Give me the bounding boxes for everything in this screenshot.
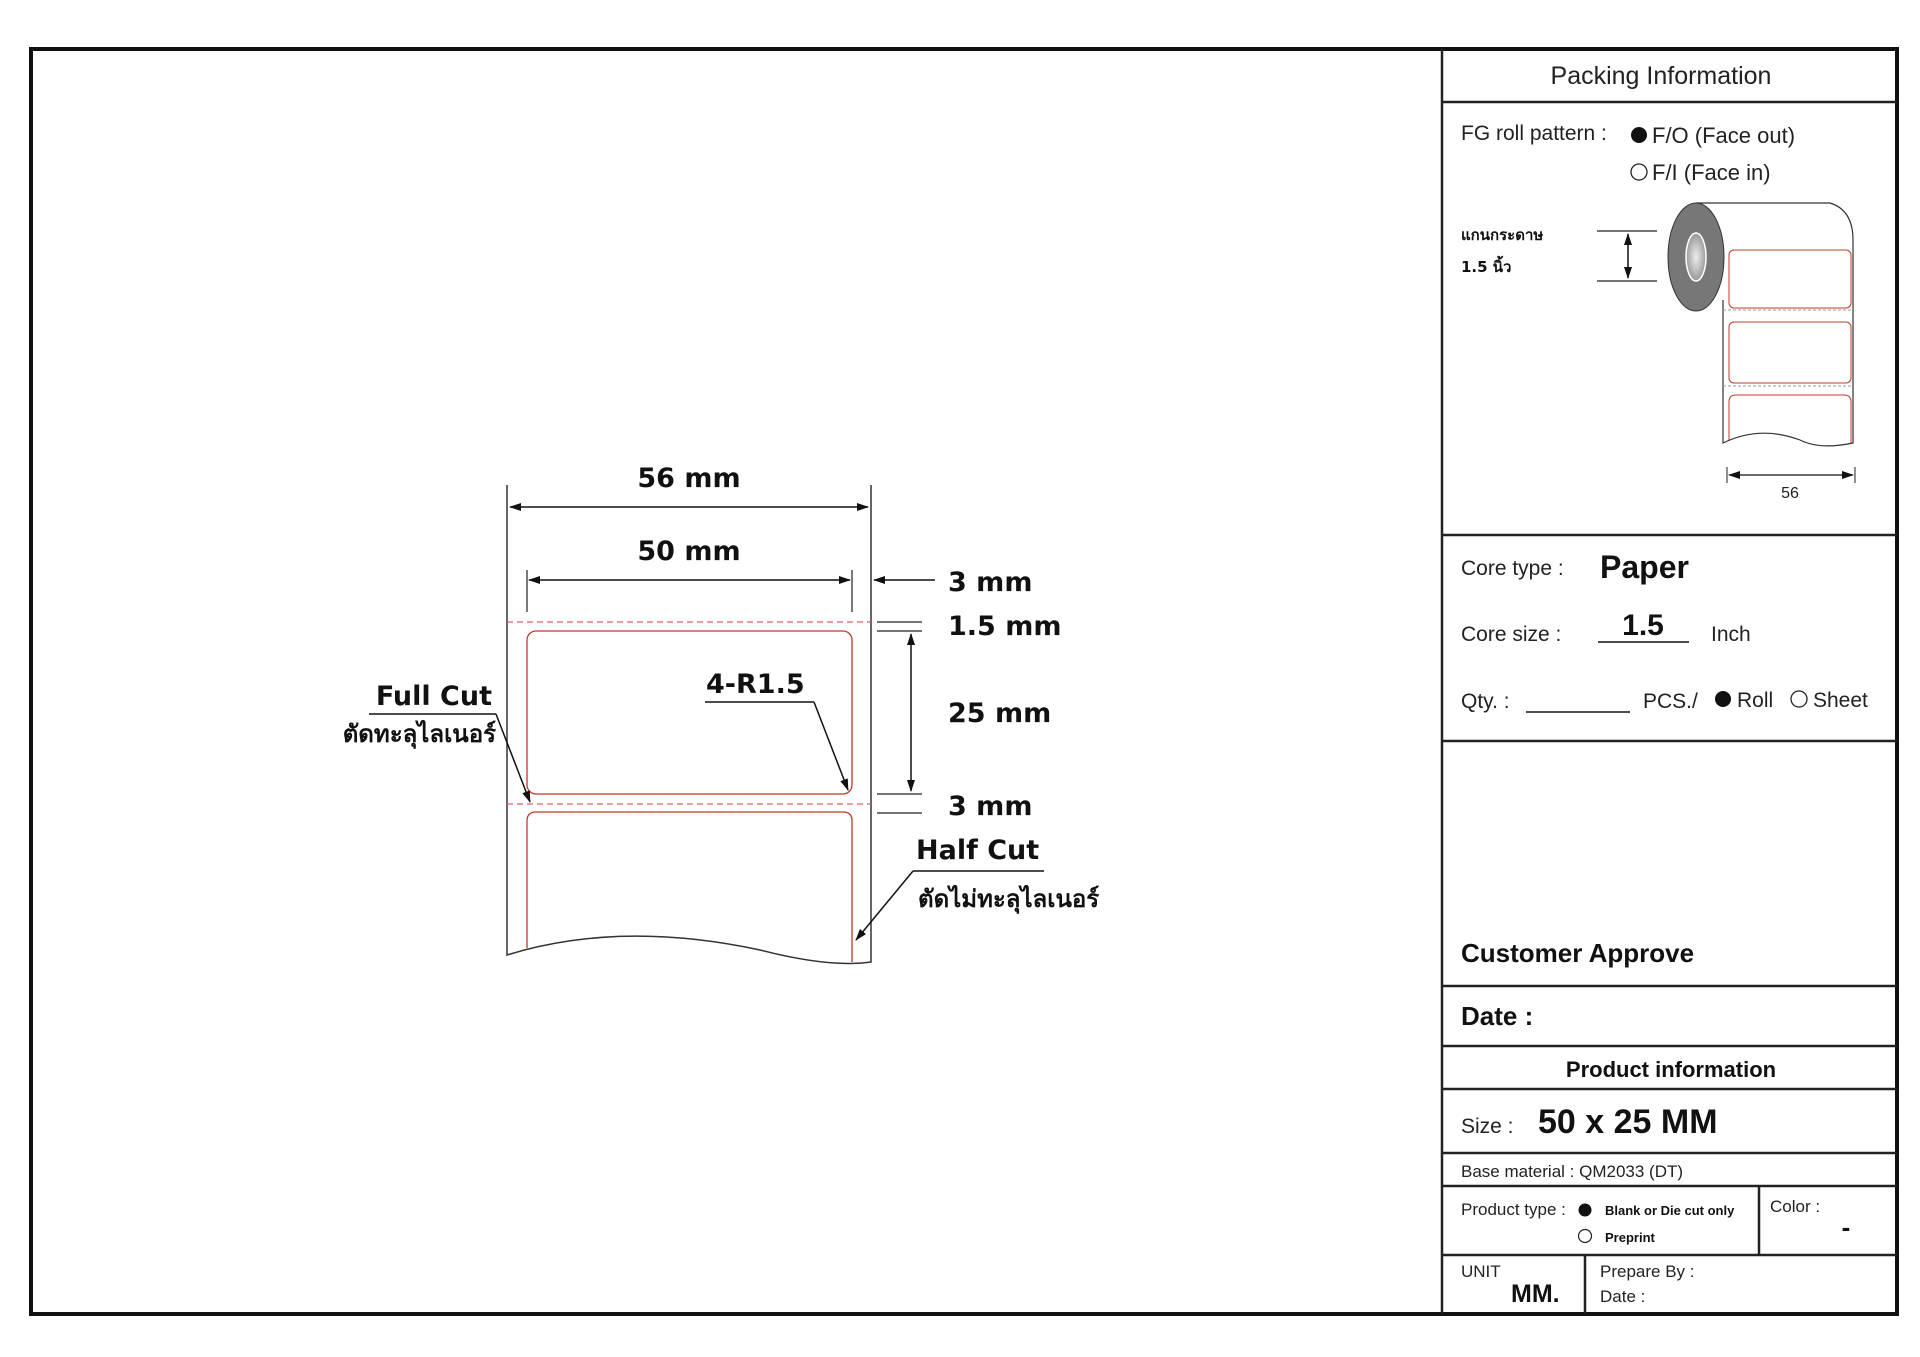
core-size-unit: Inch [1711, 623, 1751, 646]
customer-approve-label: Customer Approve [1461, 938, 1694, 968]
dim-height: 25 mm [948, 698, 1051, 729]
qty-label: Qty. : [1461, 690, 1510, 713]
option-blank: Blank or Die cut only [1605, 1203, 1735, 1218]
color-value: - [1842, 1212, 1851, 1242]
outer-frame [29, 47, 1899, 1316]
radius-leader [813, 701, 849, 791]
dim-label-gap: 3 mm [948, 791, 1032, 822]
dim-top-gap: 1.5 mm [948, 611, 1062, 642]
info-panel-grid [1440, 49, 1897, 1314]
full-cut-label: Full Cut [376, 681, 492, 712]
option-preprint: Preprint [1605, 1230, 1656, 1245]
unit-value: MM. [1511, 1280, 1560, 1308]
label-drawing: 56 mm 50 mm 3 mm 1.5 mm 25 mm 3 mm 4-R1.… [343, 463, 1099, 965]
radio-blank[interactable] [1578, 1203, 1592, 1217]
liner-outline [506, 485, 872, 965]
dim-56-label: 56 mm [637, 463, 740, 494]
dim-side-gap: 3 mm [948, 567, 1032, 598]
color-label: Color : [1770, 1197, 1820, 1216]
option-roll: Roll [1737, 689, 1773, 712]
label-2 [526, 811, 853, 962]
half-cut-thai: ตัดไม่ทะลุไลเนอร์ [918, 884, 1099, 915]
half-cut-label: Half Cut [916, 835, 1039, 866]
half-cut-leader [855, 870, 914, 941]
size-label: Size : [1461, 1115, 1514, 1138]
qty-unit: PCS./ [1643, 690, 1698, 713]
roll-illustration [1597, 202, 1856, 483]
product-info-title: Product information [1566, 1057, 1776, 1082]
core-type-value: Paper [1600, 549, 1689, 585]
option-face-out: F/O (Face out) [1652, 123, 1795, 148]
radio-face-out[interactable] [1631, 127, 1647, 143]
prepare-by-label: Prepare By : [1600, 1262, 1695, 1281]
roll-width-label: 56 [1781, 485, 1799, 502]
core-thai-size: 1.5 นิ้ว [1461, 255, 1511, 276]
radio-preprint[interactable] [1577, 1228, 1593, 1244]
radio-roll[interactable] [1715, 691, 1731, 707]
full-cut-leader [495, 713, 531, 803]
dim-50-label: 50 mm [637, 536, 740, 567]
radio-sheet[interactable] [1790, 690, 1808, 708]
label-1 [526, 630, 853, 795]
full-cut-thai: ตัดทะลุไลเนอร์ [343, 719, 496, 750]
core-type-label: Core type : [1461, 557, 1564, 580]
prepare-date-label: Date : [1600, 1287, 1645, 1306]
product-type-label: Product type : [1461, 1200, 1566, 1219]
base-material: Base material : QM2033 (DT) [1461, 1162, 1683, 1181]
option-face-in: F/I (Face in) [1652, 160, 1771, 185]
approve-date-label: Date : [1461, 1001, 1533, 1031]
radio-face-in[interactable] [1630, 163, 1648, 181]
packing-title: Packing Information [1551, 62, 1772, 90]
size-value: 50 x 25 MM [1538, 1103, 1718, 1141]
corner-radius-label: 4-R1.5 [706, 669, 805, 700]
core-size-label: Core size : [1461, 623, 1561, 646]
core-size-value: 1.5 [1622, 609, 1664, 642]
roll-pattern-label: FG roll pattern : [1461, 122, 1607, 145]
option-sheet: Sheet [1813, 689, 1868, 712]
core-thai-label: แกนกระดาษ [1461, 226, 1543, 244]
unit-label: UNIT [1461, 1262, 1501, 1281]
